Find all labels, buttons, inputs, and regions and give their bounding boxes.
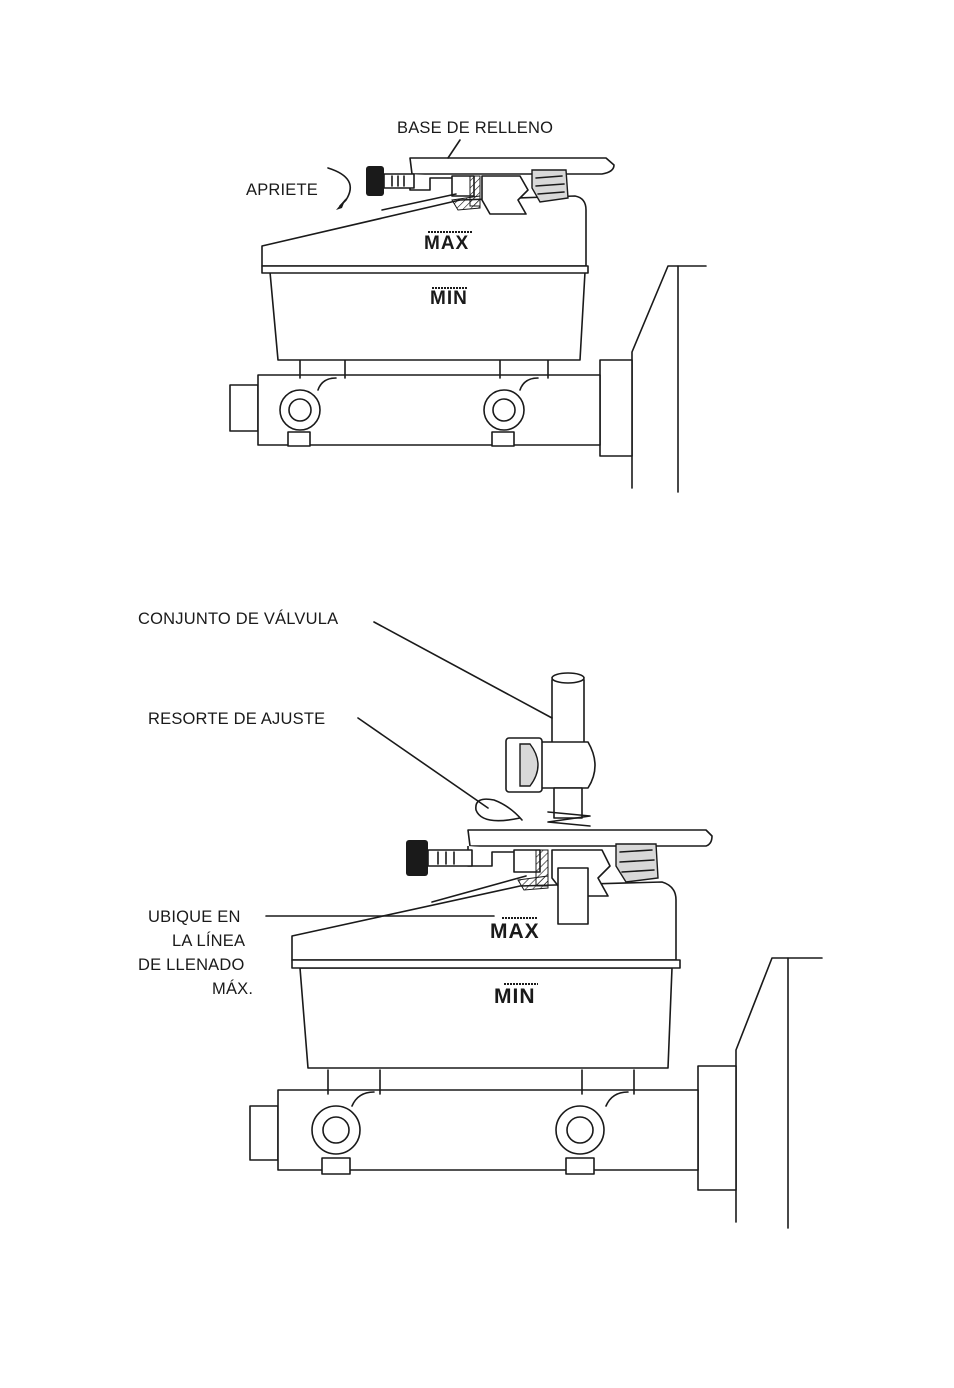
firewall-bracket-1	[600, 266, 706, 492]
firewall-bracket-2	[698, 958, 822, 1228]
figure-2-master-cylinder	[250, 673, 822, 1228]
label-adjust-spring: RESORTE DE AJUSTE	[148, 708, 325, 730]
label-locate-line-3: DE LLENADO	[138, 954, 245, 976]
reservoir-1-max-mark: MAX	[424, 233, 469, 255]
reservoir-1	[262, 196, 588, 360]
adjust-spring	[476, 799, 522, 821]
reservoir-2-max-mark: MAX	[490, 920, 540, 944]
reservoir-1-min-mark: MIN	[430, 288, 468, 310]
cylinder-body-2	[250, 1070, 698, 1174]
reservoir-2	[292, 882, 680, 1068]
cylinder-body-1	[230, 360, 600, 446]
label-valve-assembly: CONJUNTO DE VÁLVULA	[138, 608, 338, 630]
tighten-arrow	[328, 168, 350, 206]
leader-adjust-spring	[358, 718, 488, 808]
label-locate-line-4: MÁX.	[212, 978, 253, 1000]
reservoir-2-min-mark: MIN	[494, 985, 536, 1009]
label-fill-base: BASE DE RELLENO	[397, 117, 553, 139]
label-locate-line-2: LA LÍNEA	[172, 930, 245, 952]
leader-valve-assembly	[374, 622, 552, 718]
label-locate-line-1: UBIQUE EN	[148, 906, 241, 928]
label-tighten: APRIETE	[246, 179, 318, 201]
